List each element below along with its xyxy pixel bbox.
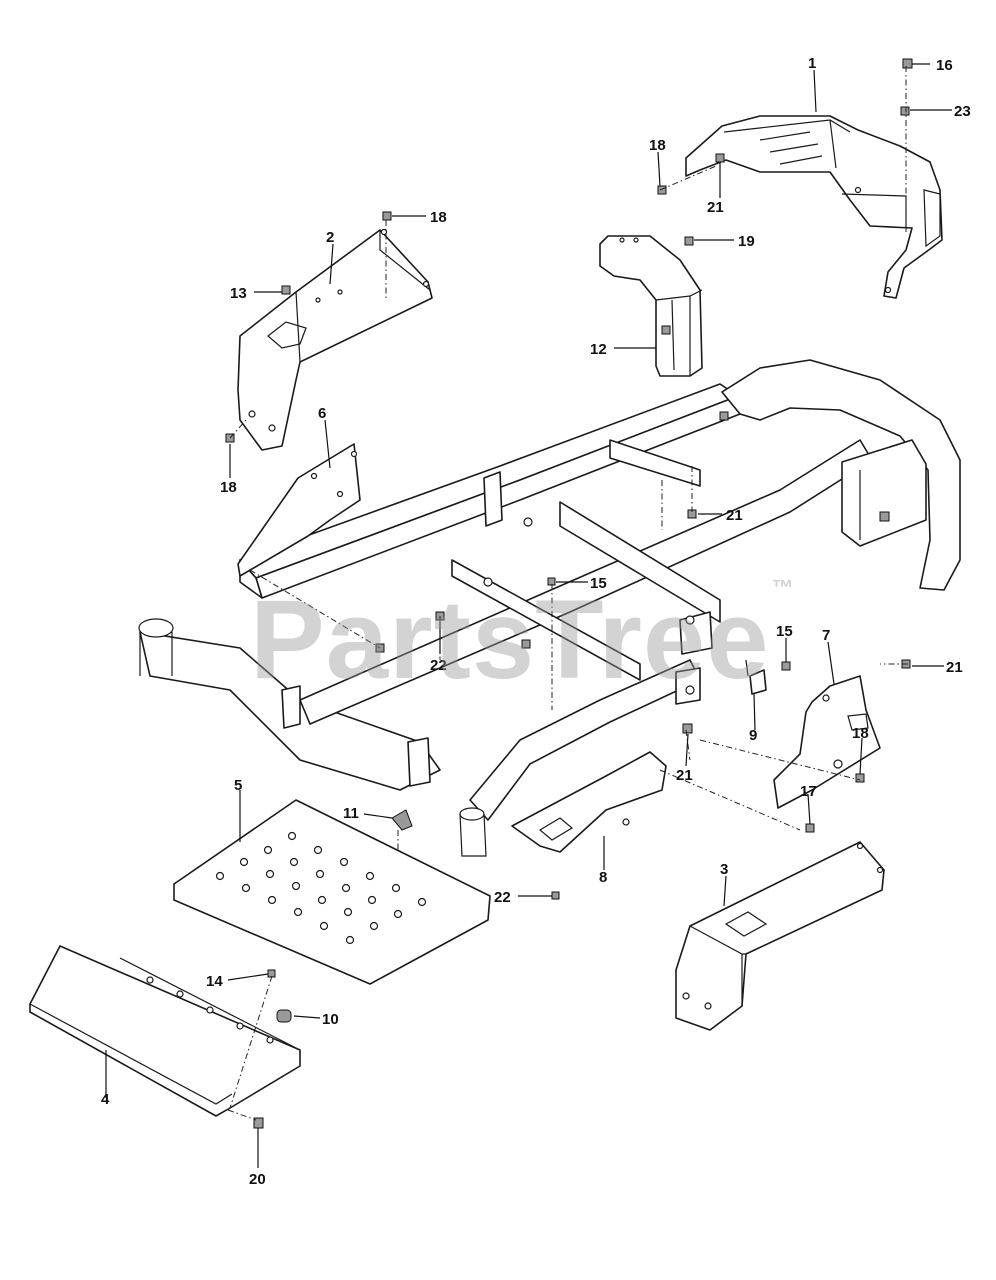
frame-nut	[879, 511, 890, 522]
callout-1: 1	[808, 55, 816, 72]
tower-hole	[315, 297, 321, 303]
plate-hole	[822, 694, 830, 702]
part-2-left-tower[interactable]	[237, 228, 433, 451]
item-15-hw	[781, 661, 791, 671]
front-caster-mount	[138, 618, 174, 638]
callout-10: 10	[322, 1011, 339, 1028]
item-18-hw	[657, 185, 667, 195]
part-6-side-plate[interactable]	[237, 443, 361, 577]
part-9-bracket[interactable]	[745, 659, 767, 695]
callout-16: 16	[936, 57, 953, 74]
callout-15: 15	[590, 575, 607, 592]
part-4-foot-plate[interactable]	[29, 945, 301, 1117]
callout-numbers: 1 16 23 18 21 19 18 2 13 12 18 6 21 15 2…	[101, 55, 971, 1188]
bumper-hole	[884, 286, 892, 294]
bracket-hole	[619, 237, 625, 243]
part-3-right-tower[interactable]	[675, 841, 885, 1031]
callout-6: 6	[318, 405, 326, 422]
tower-hole	[856, 842, 864, 850]
callout-12: 12	[590, 341, 607, 358]
item-23-hw	[900, 106, 910, 116]
frame-hole	[685, 615, 695, 625]
callout-17: 17	[800, 783, 817, 800]
item-18-hw	[855, 773, 865, 783]
item-15-hw	[547, 577, 556, 586]
callout-21: 21	[726, 507, 743, 524]
item-11-hw	[391, 809, 413, 831]
bumper-hole	[854, 186, 862, 194]
frame-hole	[523, 517, 533, 527]
callout-23: 23	[954, 103, 971, 120]
part-7-right-plate[interactable]	[773, 675, 881, 809]
callout-14: 14	[206, 973, 223, 990]
item-19-hw	[684, 236, 694, 246]
plate-hole	[336, 490, 344, 498]
rear-tube-end	[459, 807, 485, 821]
tower-hole	[704, 1002, 712, 1010]
part-5-floor-pan[interactable]	[173, 799, 491, 985]
frame-hole	[483, 577, 493, 587]
tower-hole	[682, 992, 690, 1000]
tower-hole	[337, 289, 343, 295]
item-21-hw	[715, 153, 725, 163]
hardware	[225, 58, 913, 1129]
callout-18: 18	[430, 209, 447, 226]
callout-18: 18	[649, 137, 666, 154]
item-22-hw	[551, 891, 560, 900]
callout-19: 19	[738, 233, 755, 250]
callout-4: 4	[101, 1091, 110, 1108]
callout-18: 18	[852, 725, 869, 742]
plate-hole	[350, 450, 358, 458]
frame-nut	[719, 411, 729, 421]
item-16-hw	[902, 58, 913, 69]
callout-5: 5	[234, 777, 242, 794]
tower-hole	[268, 424, 276, 432]
part-8-lower-plate[interactable]	[511, 751, 667, 853]
callout-2: 2	[326, 229, 334, 246]
floor-pan-holes	[215, 831, 427, 945]
callout-7: 7	[822, 627, 830, 644]
callout-21: 21	[707, 199, 724, 216]
callout-22: 22	[494, 889, 511, 906]
bracket-nut	[661, 325, 671, 335]
alignment-lines	[227, 66, 908, 1121]
foot-plate-holes	[146, 976, 274, 1044]
callout-11: 11	[343, 805, 359, 822]
plate-hole	[622, 818, 630, 826]
plate-hole	[310, 472, 318, 480]
part-1-rear-bumper[interactable]	[685, 115, 943, 299]
tower-hole	[248, 410, 256, 418]
callout-21: 21	[946, 659, 963, 676]
frame-hole	[685, 685, 695, 695]
callout-3: 3	[720, 861, 728, 878]
frame-nut	[521, 639, 531, 649]
callout-21: 21	[676, 767, 693, 784]
bracket-hole	[633, 237, 639, 243]
part-12-seat-bracket[interactable]	[599, 235, 703, 377]
callout-15: 15	[776, 623, 793, 640]
callout-8: 8	[599, 869, 607, 886]
item-18-hw	[382, 211, 392, 221]
callout-18: 18	[220, 479, 237, 496]
tower-hole	[380, 228, 388, 236]
plate-hole	[833, 759, 843, 769]
item-17-hw	[805, 823, 815, 833]
tower-hole	[422, 280, 430, 288]
item-21-hw	[682, 723, 693, 734]
callout-20: 20	[249, 1171, 266, 1188]
callout-22: 22	[430, 657, 447, 674]
item-13-hw	[281, 285, 291, 295]
callout-13: 13	[230, 285, 247, 302]
leader-lines	[105, 63, 952, 1168]
callout-9: 9	[749, 727, 757, 744]
item-10-hw	[276, 1009, 292, 1023]
tower-hole	[876, 866, 884, 874]
